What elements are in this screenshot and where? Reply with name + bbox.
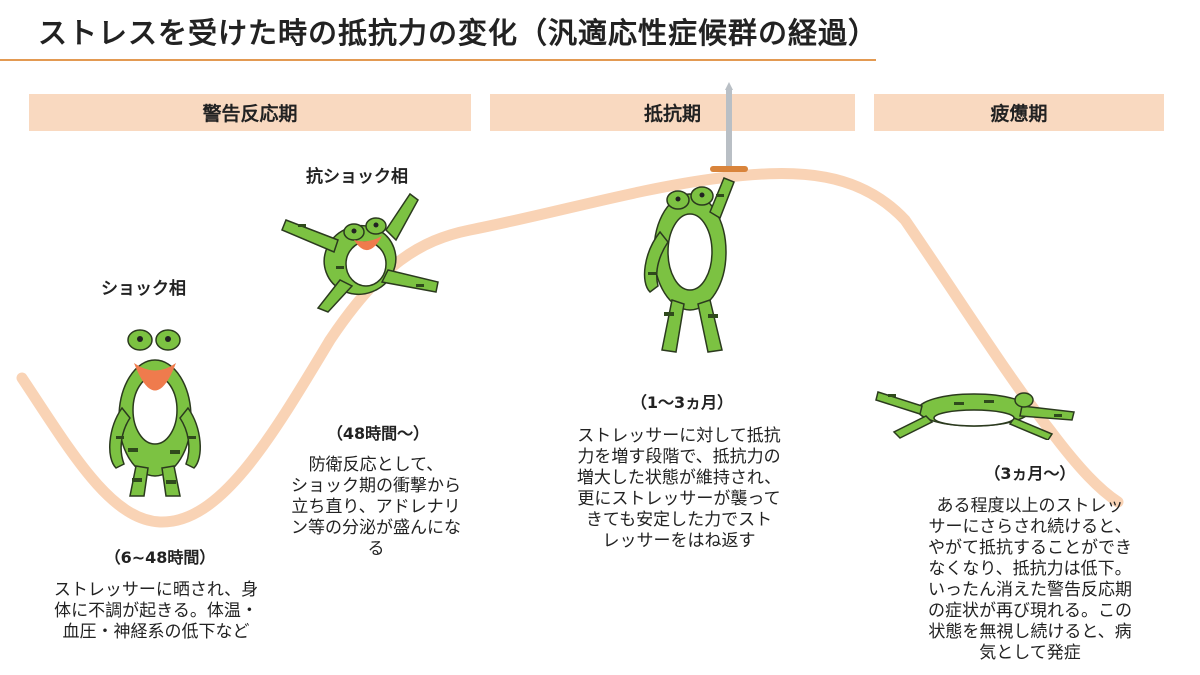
- desc-line: やがて抵抗することができ: [928, 538, 1132, 558]
- desc-line: ある程度以上のストレッ: [936, 496, 1124, 516]
- desc-line: ン等の分泌が盛んにな: [291, 518, 461, 538]
- desc-line: ショック期の衝撃から: [291, 476, 461, 496]
- period-counter-shock: （48時間〜）: [326, 424, 430, 443]
- sub-phase-counter-shock: 抗ショック相: [306, 167, 408, 187]
- phase-label-alarm: 警告反応期: [202, 103, 298, 125]
- desc-line: ストレッサーに対して抵抗: [577, 426, 781, 446]
- desc-line: の症状が再び現れる。この: [928, 601, 1132, 621]
- desc-counter-shock: 防衛反応として、 ショック期の衝撃から 立ち直り、アドレナリ ン等の分泌が盛んに…: [276, 455, 476, 560]
- desc-line: きても安定した力でスト: [585, 510, 773, 530]
- desc-exhaustion: ある程度以上のストレッ サーにさらされ続けると、 やがて抵抗することができ なく…: [900, 496, 1160, 664]
- desc-line: 体に不調が起きる。体温・: [54, 601, 258, 621]
- phase-label-resistance: 抵抗期: [643, 103, 701, 125]
- desc-line: ストレッサーに晒され、身: [53, 580, 259, 600]
- phase-band-resistance: 抵抗期: [490, 94, 855, 131]
- title-underline: [0, 59, 876, 61]
- period-resistance: （1〜3ヵ月）: [630, 393, 734, 412]
- phase-band-exhaustion: 疲憊期: [874, 94, 1164, 131]
- shocked-frog-icon: [109, 329, 201, 497]
- desc-line: いったん消えた警告反応期: [928, 580, 1132, 600]
- desc-shock: ストレッサーに晒され、身 体に不調が起きる。体温・ 血圧・神経系の低下など: [36, 580, 276, 643]
- desc-line: 更にストレッサーが襲って: [577, 489, 781, 509]
- desc-line: 増大した状態が維持され、: [576, 468, 782, 488]
- desc-line: 血圧・神経系の低下など: [62, 622, 250, 642]
- phase-label-exhaustion: 疲憊期: [990, 103, 1048, 125]
- desc-line: 立ち直り、アドレナリ: [291, 497, 461, 517]
- collapsed-frog-icon: [875, 391, 1075, 440]
- desc-line: 防衛反応として、: [308, 455, 444, 475]
- desc-line: 状態を無視し続けると、病: [928, 622, 1132, 642]
- jumping-frog-icon: [281, 192, 439, 313]
- phase-band-alarm: 警告反応期: [29, 94, 471, 131]
- sub-phase-shock: ショック相: [101, 279, 186, 299]
- page-title: ストレスを受けた時の抵抗力の変化（汎適応性症候群の経過）: [38, 16, 879, 50]
- desc-line: レッサーをはね返す: [602, 531, 756, 551]
- desc-resistance: ストレッサーに対して抵抗 力を増す段階で、抵抗力の 増大した状態が維持され、 更…: [553, 426, 805, 552]
- period-shock: （6~48時間）: [104, 548, 216, 567]
- desc-line: 気として発症: [979, 643, 1081, 663]
- period-exhaustion: （3ヵ月〜）: [984, 464, 1076, 483]
- desc-line: る: [367, 539, 385, 559]
- resistance-curve: [16, 168, 1124, 528]
- desc-line: なくなり、抵抗力は低下。: [928, 559, 1132, 579]
- desc-line: サーにさらされ続けると、: [928, 517, 1132, 537]
- desc-line: 力を増す段階で、抵抗力の: [577, 447, 781, 467]
- sword-frog-icon: [643, 82, 748, 353]
